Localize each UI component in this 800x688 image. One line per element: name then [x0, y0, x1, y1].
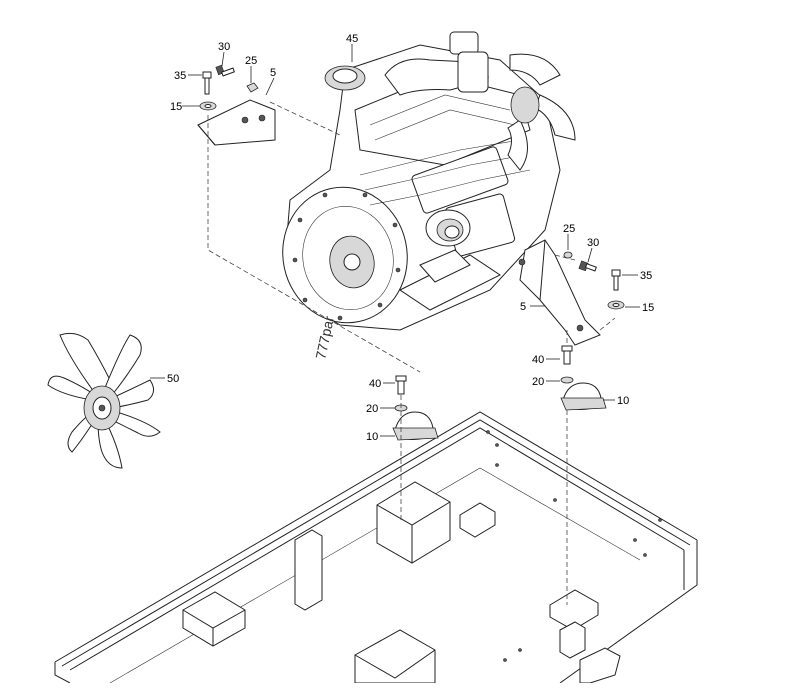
washer-15-left	[199, 101, 217, 111]
rubber-mount-10-right	[560, 345, 607, 411]
cooling-fan	[47, 332, 161, 469]
callout-25-left: 25	[245, 55, 257, 67]
assembly-lines	[207, 101, 616, 605]
engine-mount-bracket-left	[197, 99, 276, 146]
rubber-mount-10-left	[392, 375, 439, 441]
nut-25-left	[246, 82, 259, 93]
mount-bracket-right	[549, 589, 599, 631]
callout-50: 50	[167, 373, 179, 385]
callout-leaders	[150, 44, 640, 437]
nut-25-right	[563, 251, 573, 259]
washer-15-right	[607, 300, 625, 310]
callout-45: 45	[346, 33, 358, 45]
callout-5-left: 5	[270, 67, 276, 79]
mount-bracket-center	[376, 481, 496, 564]
callout-5-right: 5	[520, 301, 526, 313]
callout-35-left: 35	[174, 70, 186, 82]
bolt-30-right	[578, 260, 597, 272]
callout-30-right: 30	[587, 237, 599, 249]
chassis-frame	[54, 411, 698, 684]
callout-15-right: 15	[642, 302, 654, 314]
callout-20-left: 20	[366, 403, 378, 415]
callout-40-right: 40	[532, 354, 544, 366]
engine-mount-bracket-right	[518, 239, 601, 346]
bolt-35-right	[611, 269, 621, 291]
engine-assembly	[282, 31, 576, 331]
bolt-30-left	[215, 64, 235, 77]
callout-15-left: 15	[170, 101, 182, 113]
watermark-text: 777par	[312, 314, 337, 360]
callout-labels: 30 25 5 35 15 45 25 30 35 5 15 50 40 20 …	[167, 33, 654, 443]
bolt-35-left	[202, 71, 212, 95]
oil-filter	[425, 209, 471, 247]
callout-10-right: 10	[617, 395, 629, 407]
callout-20-right: 20	[532, 376, 544, 388]
mount-bracket-front	[354, 629, 436, 684]
callout-40-left: 40	[369, 378, 381, 390]
mount-bracket-left	[182, 529, 323, 647]
callout-25-right: 25	[563, 223, 575, 235]
callout-30-left: 30	[218, 41, 230, 53]
callout-10-left: 10	[366, 431, 378, 443]
callout-35-right: 35	[640, 270, 652, 282]
